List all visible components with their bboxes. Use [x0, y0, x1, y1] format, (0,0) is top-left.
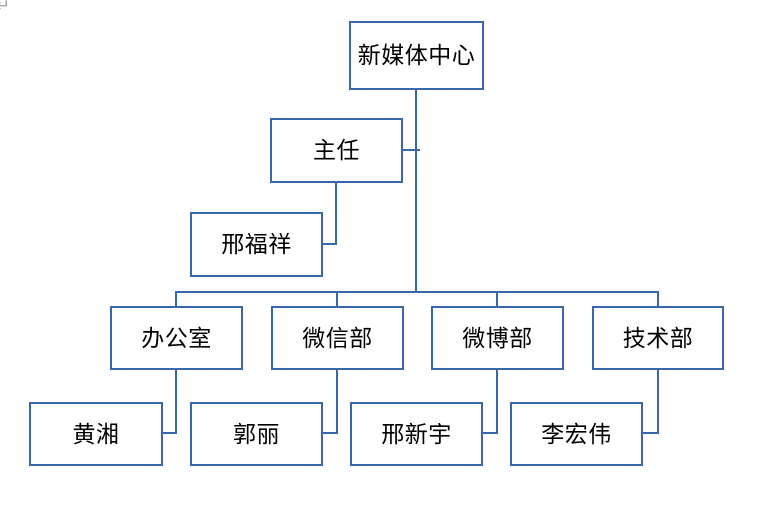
connector-stub-weibo — [496, 293, 498, 306]
org-box-office-dept[interactable]: 办公室 — [110, 306, 243, 370]
org-box-label: 邢福祥 — [221, 231, 292, 257]
org-box-label: 新媒体中心 — [357, 42, 476, 68]
org-box-weibo-member[interactable]: 邢新宇 — [350, 402, 483, 466]
connector-stub-tech — [657, 293, 659, 306]
org-box-label: 李宏伟 — [541, 420, 612, 447]
org-box-label: 微信部 — [302, 324, 373, 351]
org-box-label: 郭丽 — [233, 420, 280, 447]
org-box-director-staff[interactable]: 邢福祥 — [190, 212, 323, 277]
org-box-label: 主任 — [313, 137, 360, 163]
connector-root-vertical — [415, 90, 417, 293]
org-box-label: 邢新宇 — [381, 420, 452, 447]
connector-wechat-to-member-vertical — [336, 370, 338, 434]
connector-weibo-to-member-vertical — [496, 370, 498, 434]
org-box-tech-dept[interactable]: 技术部 — [592, 306, 724, 370]
org-box-office-member[interactable]: 黄湘 — [29, 402, 163, 466]
connector-office-to-member-vertical — [175, 370, 177, 434]
connector-departments-horizontal — [175, 291, 659, 293]
connector-director-to-staff-vertical — [335, 183, 337, 245]
connector-tech-to-member-vertical — [657, 370, 659, 434]
org-box-wechat-member[interactable]: 郭丽 — [190, 402, 323, 466]
connector-office-to-member-horizontal — [163, 432, 177, 434]
connector-director-to-staff-horizontal — [323, 243, 337, 245]
org-box-weibo-dept[interactable]: 微博部 — [431, 306, 564, 370]
org-box-new-media-center[interactable]: 新媒体中心 — [349, 21, 484, 90]
org-box-tech-member[interactable]: 李宏伟 — [510, 402, 643, 466]
connector-stub-wechat — [336, 293, 338, 306]
connector-wechat-to-member-horizontal — [323, 432, 338, 434]
org-box-label: 办公室 — [141, 324, 212, 351]
org-box-label: 微博部 — [462, 324, 533, 351]
org-box-director[interactable]: 主任 — [270, 118, 403, 183]
connector-weibo-to-member-horizontal — [483, 432, 498, 434]
connector-director-horizontal — [403, 149, 420, 151]
org-box-label: 黄湘 — [72, 420, 120, 447]
connector-tech-to-member-horizontal — [643, 432, 659, 434]
connector-stub-office — [175, 293, 177, 306]
paragraph-mark: ↵ — [0, 0, 11, 16]
org-box-label: 技术部 — [622, 324, 694, 351]
org-box-wechat-dept[interactable]: 微信部 — [271, 306, 404, 370]
